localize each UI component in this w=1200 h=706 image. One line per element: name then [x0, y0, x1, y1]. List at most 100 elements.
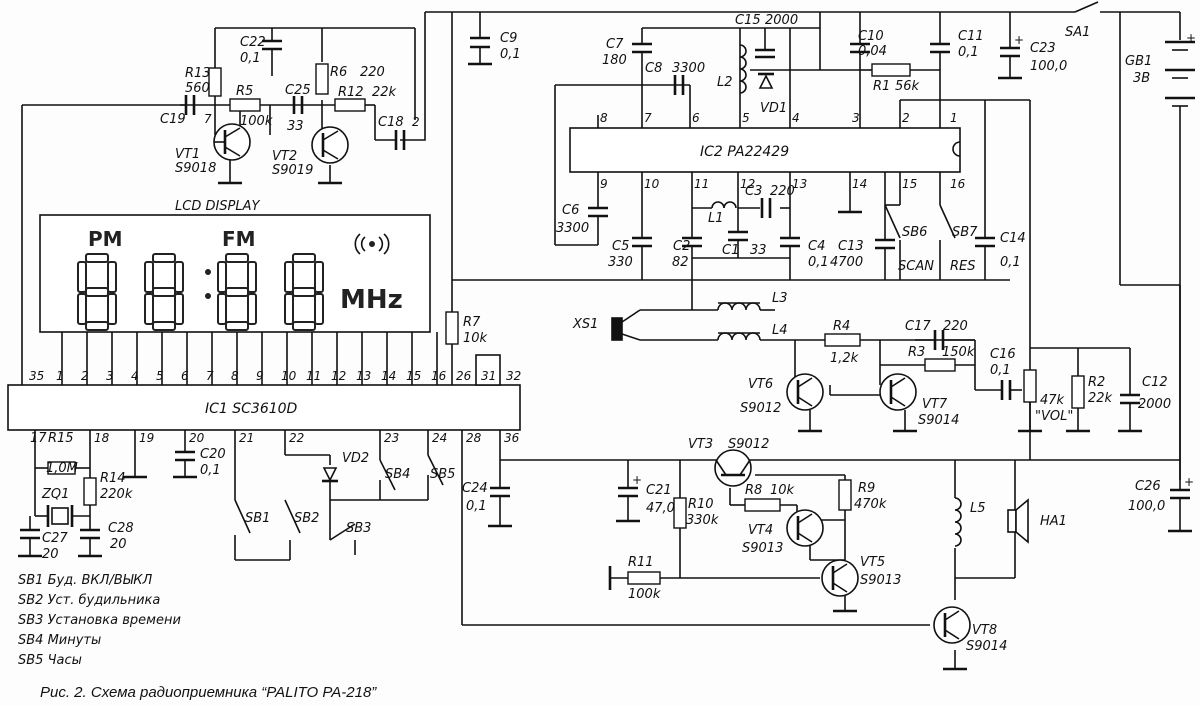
ic1-pin-label: 24	[432, 431, 447, 445]
switch-SB4	[379, 459, 396, 491]
resistor-R7	[445, 311, 459, 345]
label-C2: C2	[673, 239, 690, 254]
potentiometer-VOL	[1023, 369, 1037, 403]
label-C26: C26	[1135, 479, 1161, 494]
battery-GB1	[1165, 40, 1195, 120]
ic1-pin-label: 14	[381, 369, 396, 383]
label-R12-value: 22k	[372, 85, 397, 100]
ic2-body	[569, 127, 961, 173]
lcd-fm-indicator: FM	[222, 227, 256, 251]
ic2-pin-label: 1	[950, 111, 958, 125]
label-C4-value: 0,1	[808, 255, 829, 270]
ic1-pin-label: 1	[56, 369, 64, 383]
legend-item: SB2 Уст. будильника	[18, 593, 160, 608]
label-C25-value: 33	[287, 119, 304, 134]
label-ZQ1: ZQ1	[41, 487, 69, 502]
ic2-pin-label: 2	[902, 111, 910, 125]
resistor-R4	[824, 333, 861, 347]
label-C1-value: 33	[750, 243, 767, 258]
ic1-pin-label: 5	[156, 369, 164, 383]
label-R12: R12	[338, 85, 364, 100]
label-C23-value: 100,0	[1030, 59, 1067, 74]
resistor-R5	[229, 98, 261, 112]
label-C25: C25	[285, 83, 311, 98]
legend-item: SB5 Часы	[18, 653, 82, 668]
label-C10: C10	[858, 29, 884, 44]
lcd-segment	[247, 261, 257, 293]
switch-SB5	[427, 454, 444, 486]
inductor-L2	[739, 44, 747, 94]
lcd-segment	[152, 321, 176, 331]
lcd-alarm-icon	[354, 233, 390, 255]
lcd-segment	[174, 261, 184, 293]
resistor-R1	[871, 63, 911, 77]
label-C4: C4	[808, 239, 825, 254]
label-XS1: XS1	[572, 317, 598, 332]
svg-text:+: +	[1014, 33, 1024, 47]
label-C12-value: 2000	[1138, 397, 1171, 412]
ic1-pin-label: 8	[231, 369, 239, 383]
crystal-ZQ1	[51, 507, 69, 525]
label-L2: L2	[717, 75, 733, 90]
inductors	[711, 44, 962, 547]
misc-parts	[46, 309, 1029, 544]
ic1-pin-label: 4	[131, 369, 139, 383]
resistor-R12	[334, 98, 366, 112]
ic2-pin-label: 13	[792, 177, 807, 191]
ic2-name: IC2 PA22429	[700, 144, 789, 160]
lcd-segment	[107, 261, 117, 293]
ic2-pin-label: 3	[852, 111, 860, 125]
label-SB7: SB7	[952, 225, 978, 240]
diode-VD2	[322, 467, 338, 482]
label-R9: R9	[858, 481, 875, 496]
label-SB6: SB6	[902, 225, 927, 240]
resistor-R14	[83, 477, 97, 506]
label-C14-value: 0,1	[1000, 255, 1021, 270]
label-R14: R14	[100, 471, 126, 486]
label-R5-value: 100k	[240, 114, 273, 129]
svg-text:+: +	[1186, 31, 1196, 45]
label-C13-value: 4700	[830, 255, 863, 270]
label-R14-value: 220k	[100, 487, 133, 502]
label-C6: C6	[562, 203, 579, 218]
ic1-pin-label: 23	[384, 431, 399, 445]
label-C16: C16	[990, 347, 1016, 362]
label-R15-value: 1,0M	[46, 461, 78, 476]
label-C13: C13	[838, 239, 864, 254]
label-GB1: GB1	[1125, 54, 1152, 69]
ic1-pin-label: 13	[356, 369, 371, 383]
label-R7: R7	[463, 315, 481, 330]
label-R2-value: 22k	[1088, 391, 1113, 406]
ic1-pin-label: 7	[206, 369, 214, 383]
label-R3-value: 150k	[942, 345, 975, 360]
ic2-pin-label: 11	[694, 177, 709, 191]
diodes	[322, 72, 774, 483]
label-R6: R6	[330, 65, 347, 80]
label-pin7: 7	[204, 112, 212, 126]
ic1-pin-label: 19	[139, 431, 154, 445]
label-VD1: VD1	[760, 101, 787, 116]
label-VT7: VT7	[922, 397, 948, 412]
switch-SB3	[329, 523, 356, 541]
ic2-pin-label: 5	[742, 111, 750, 125]
label-R7-value: 10k	[463, 331, 488, 346]
figure-caption: Рис. 2. Схема радиоприемника “PALITO PA-…	[40, 684, 377, 701]
label-R5: R5	[236, 84, 253, 99]
lcd-segment	[225, 321, 249, 331]
lcd-segment	[292, 321, 316, 331]
resistors	[47, 63, 1085, 585]
label-VT2-type: S9019	[272, 163, 313, 178]
resistor-R8	[744, 498, 781, 512]
lcd-segment	[107, 293, 117, 325]
lcd-segment	[85, 253, 109, 263]
lcd-segment	[174, 293, 184, 325]
label-VT8-type: S9014	[966, 639, 1007, 654]
label-C16-value: 0,1	[990, 363, 1011, 378]
transistor-VT5	[821, 559, 859, 597]
lcd-segment	[284, 293, 294, 325]
label-VT8: VT8	[972, 623, 997, 638]
switch-SB6	[884, 204, 901, 239]
